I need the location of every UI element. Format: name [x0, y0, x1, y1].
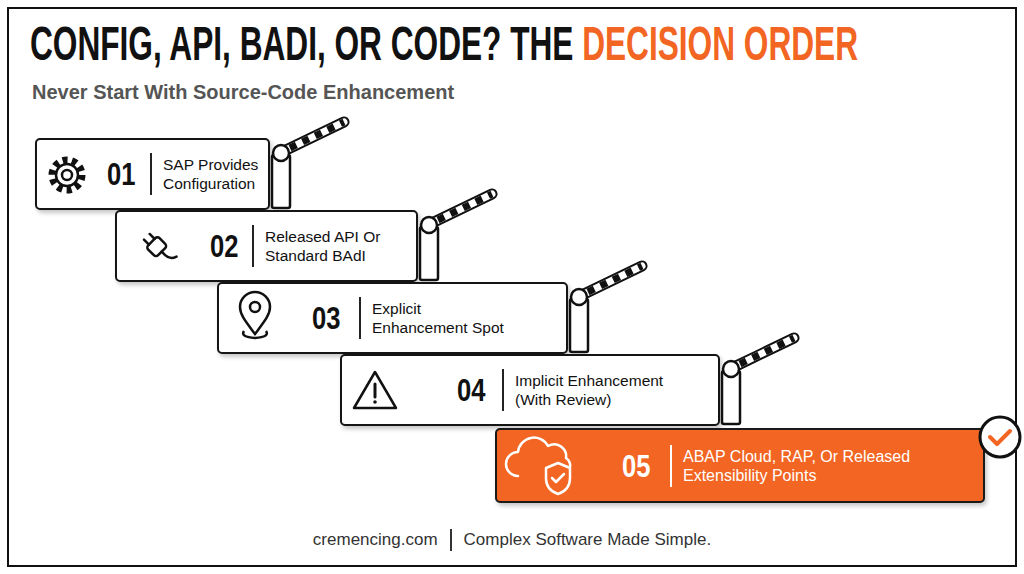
step-number: 04 [457, 372, 485, 408]
step-label: Explicit Enhancement Spot [359, 297, 512, 339]
step-label: Implicit Enhancement (With Review) [502, 369, 685, 411]
step-box: 04 Implicit Enhancement (With Review) [340, 354, 720, 426]
check-badge [980, 417, 1020, 457]
final-step-box: 05 ABAP Cloud, RAP, Or Released Extensibi… [495, 428, 985, 503]
step-number: 02 [210, 228, 238, 264]
step-label: Released API Or Standard BAdI [252, 225, 415, 267]
site-name: cremencing.com [313, 530, 438, 550]
barrier-gate [420, 194, 492, 280]
title-text: CONFIG, API, BADI, OR CODE? THE [30, 17, 573, 70]
step-box: 03 Explicit Enhancement Spot [217, 282, 568, 354]
step-box: 01SAP Provides Configuration [35, 138, 270, 210]
tagline: Complex Software Made Simple. [450, 529, 712, 551]
barrier-gate [570, 266, 642, 352]
barrier-gate [272, 122, 344, 208]
footer: cremencing.com Complex Software Made Simp… [0, 529, 1024, 551]
step-label: ABAP Cloud, RAP, Or Released Extensibili… [670, 445, 938, 487]
barrier-gate [722, 338, 794, 424]
step-number: 03 [312, 300, 340, 336]
title-accent: DECISION ORDER [582, 17, 858, 70]
step-box: 02 Released API Or Standard BAdI [115, 210, 418, 282]
title-row: CONFIG, API, BADI, OR CODE? THE DECISION… [30, 16, 858, 72]
step-number: 05 [622, 448, 650, 484]
step-label: SAP Provides Configuration [150, 153, 275, 195]
subtitle: Never Start With Source-Code Enhancement [32, 81, 454, 104]
step-number: 01 [107, 156, 135, 192]
frame-border [8, 8, 1016, 566]
